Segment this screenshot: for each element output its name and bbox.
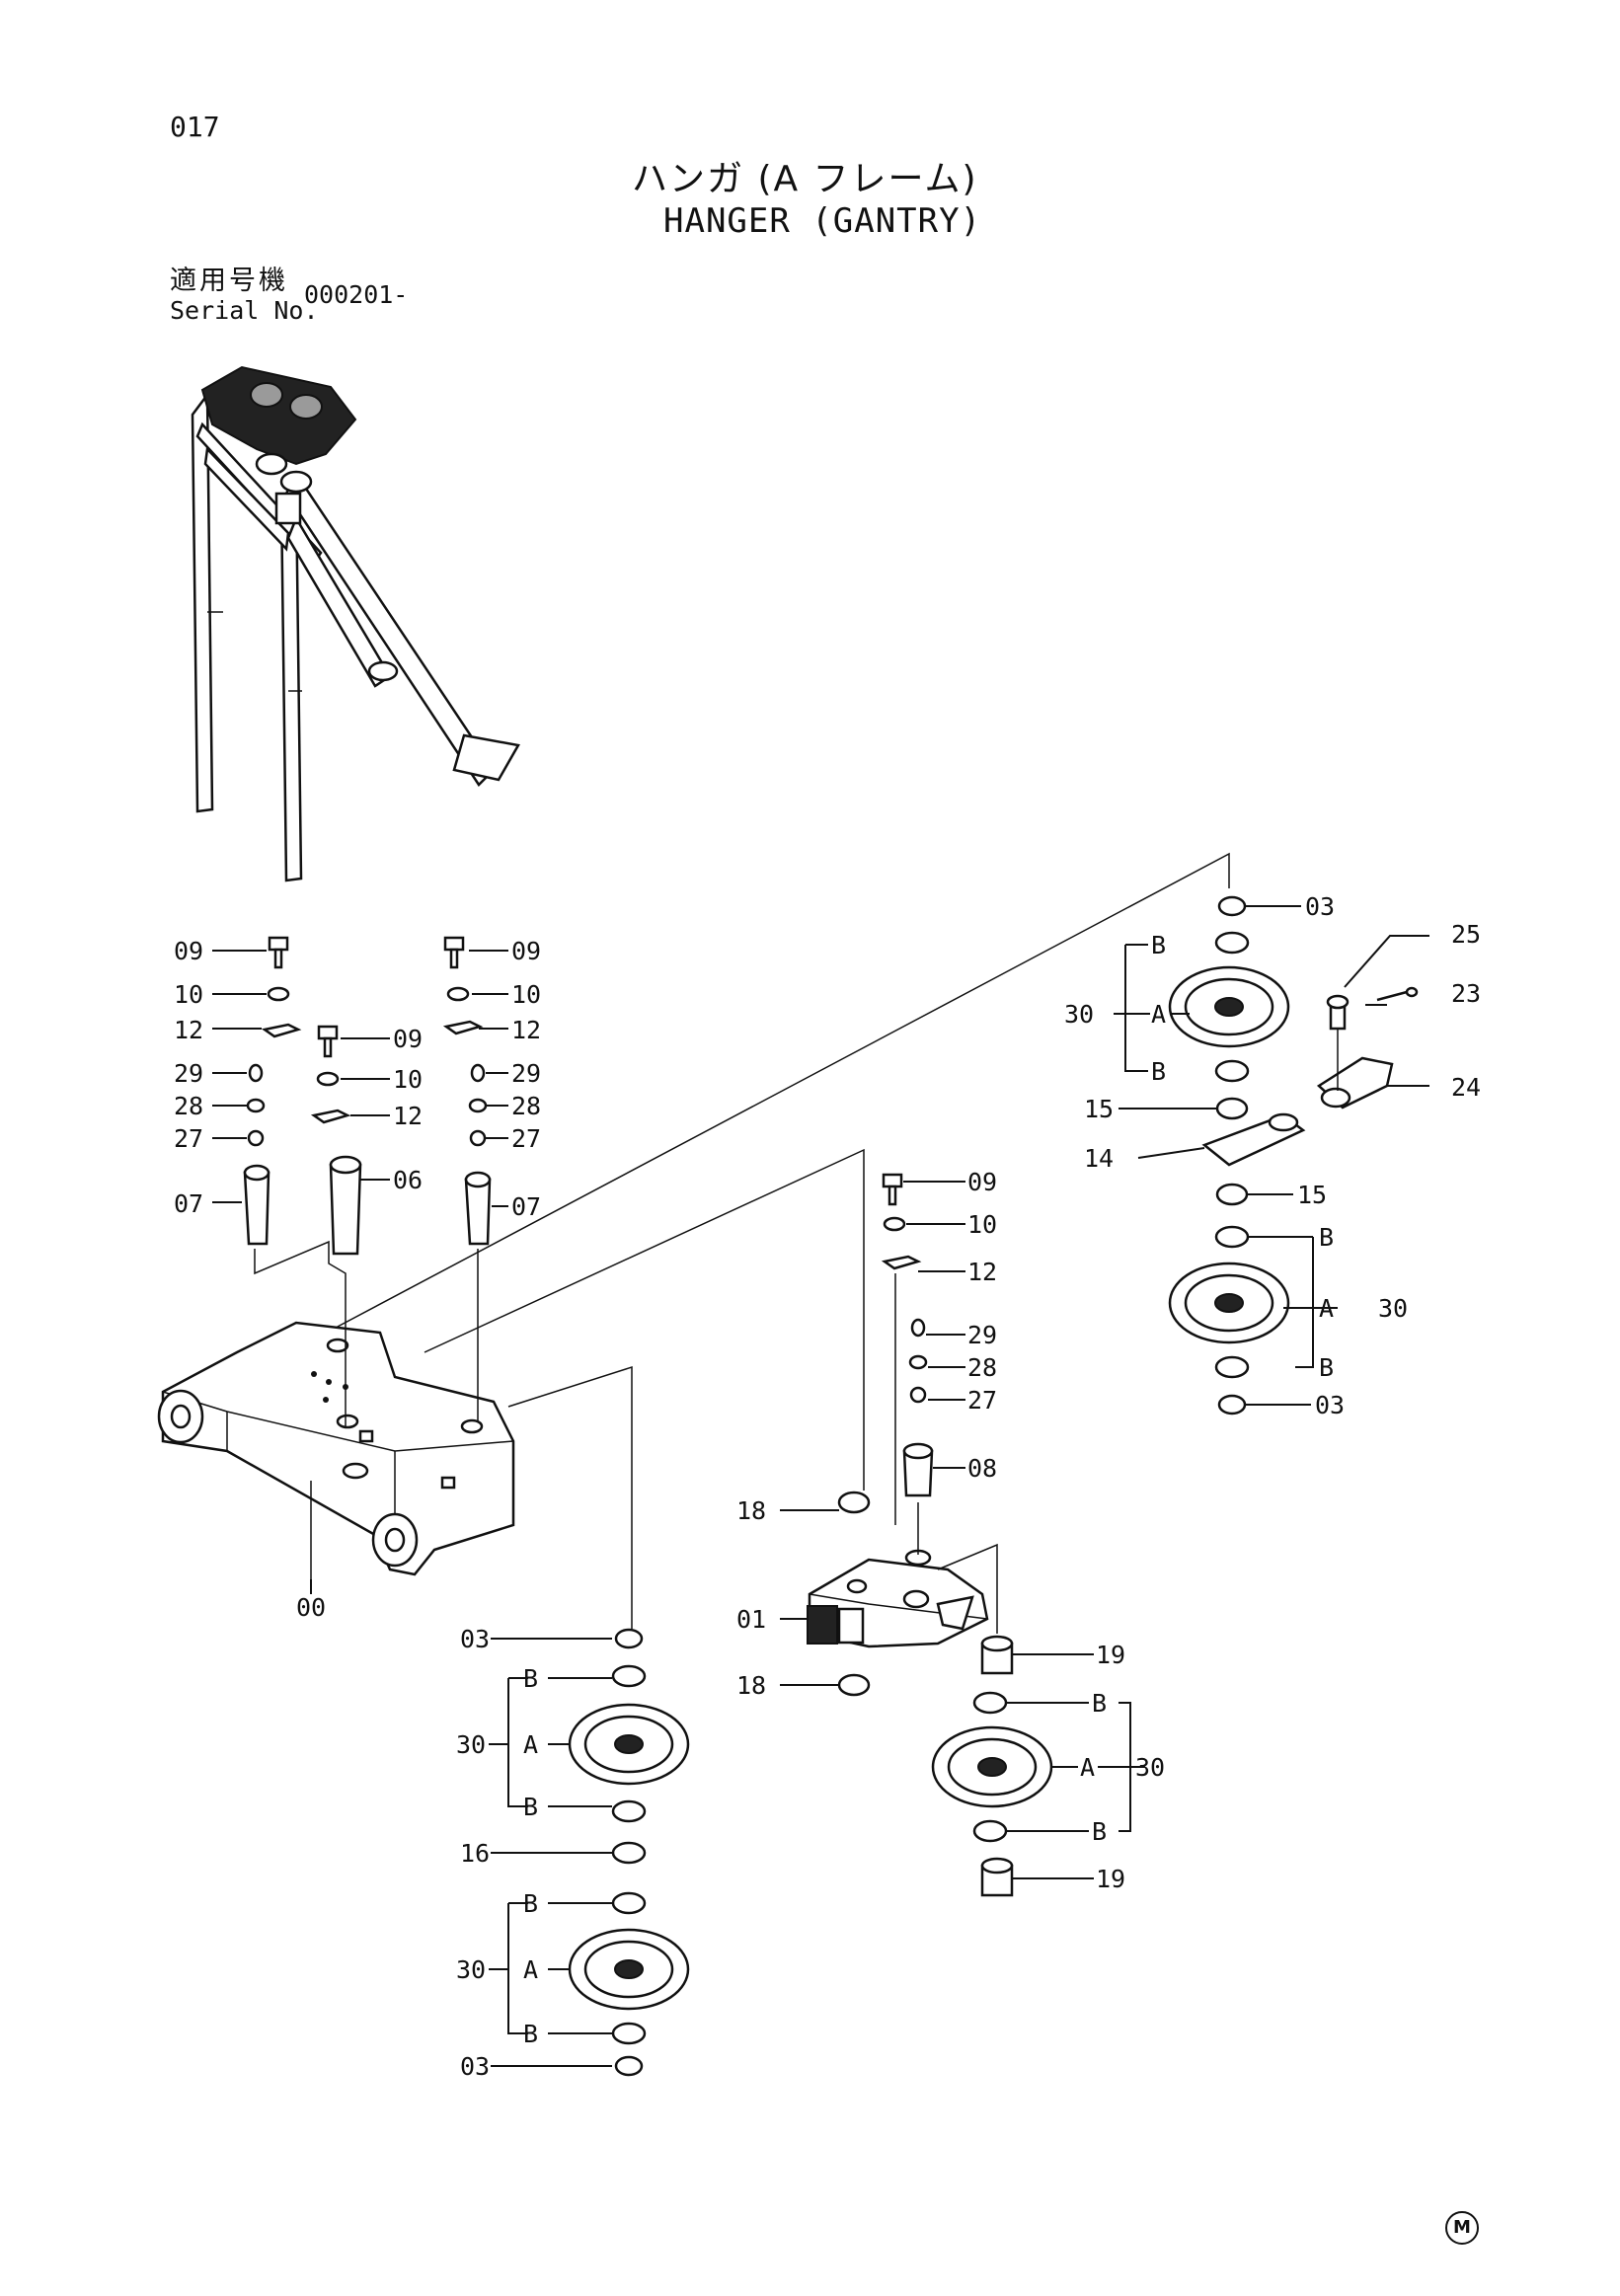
label-19: 19 — [1096, 1865, 1125, 1893]
label-sheave: A — [1319, 1294, 1334, 1323]
label-12: 12 — [511, 1016, 541, 1044]
label-23: 23 — [1451, 979, 1481, 1008]
label-01: 01 — [736, 1605, 766, 1634]
label-12: 12 — [393, 1102, 423, 1130]
label-09: 09 — [174, 937, 203, 965]
label-30: 30 — [1064, 1000, 1094, 1029]
label-29: 29 — [511, 1059, 541, 1088]
bracket-01 — [807, 1549, 989, 1648]
label-18: 18 — [736, 1496, 766, 1525]
label-sheave-bearing: B — [1092, 1817, 1107, 1846]
label-25: 25 — [1451, 920, 1481, 949]
label-18: 18 — [736, 1671, 766, 1700]
label-12: 12 — [967, 1258, 997, 1286]
manufacturer-mark: M — [1445, 2211, 1479, 2245]
label-06: 06 — [393, 1166, 423, 1194]
label-07: 07 — [174, 1189, 203, 1218]
label-sheave-bearing: B — [523, 1793, 538, 1821]
label-28: 28 — [174, 1092, 203, 1120]
label-27: 27 — [174, 1124, 203, 1153]
label-15: 15 — [1297, 1181, 1327, 1209]
label-sheave-bearing: B — [1151, 931, 1166, 959]
label-15: 15 — [1084, 1095, 1114, 1123]
page-number: 017 — [170, 111, 220, 143]
label-07: 07 — [511, 1192, 541, 1221]
label-10: 10 — [174, 980, 203, 1009]
label-sheave-bearing: B — [1319, 1353, 1334, 1382]
label-00: 00 — [296, 1593, 326, 1622]
label-03: 03 — [460, 1625, 490, 1653]
gantry-overview-illustration — [191, 365, 520, 882]
label-14: 14 — [1084, 1144, 1114, 1173]
label-30: 30 — [456, 1955, 486, 1984]
assembly-lines — [254, 852, 1339, 1634]
label-27: 27 — [967, 1386, 997, 1415]
serial-label-japanese: 適用号機 — [170, 266, 288, 296]
label-sheave: A — [1080, 1753, 1095, 1782]
label-09: 09 — [967, 1168, 997, 1196]
small-parts — [243, 895, 1419, 2077]
label-30: 30 — [1135, 1753, 1165, 1782]
callout-labels: 09 10 12 29 28 27 07 09 10 12 06 09 10 1… — [174, 892, 1481, 2081]
serial-label-english: Serial No. — [170, 296, 319, 325]
label-09: 09 — [511, 937, 541, 965]
label-28: 28 — [967, 1353, 997, 1382]
label-sheave: A — [523, 1730, 538, 1759]
label-30: 30 — [1378, 1294, 1408, 1323]
label-sheave-bearing: B — [1151, 1057, 1166, 1086]
title-japanese: ハンガ (A フレーム) — [632, 159, 978, 199]
leader-lines — [212, 905, 1429, 2067]
label-10: 10 — [967, 1210, 997, 1239]
label-sheave: A — [523, 1955, 538, 1984]
label-03: 03 — [1305, 892, 1335, 921]
label-29: 29 — [967, 1321, 997, 1349]
label-10: 10 — [511, 980, 541, 1009]
label-sheave-bearing: B — [523, 1889, 538, 1918]
label-sheave-bearing: B — [523, 2020, 538, 2048]
label-19: 19 — [1096, 1641, 1125, 1669]
label-12: 12 — [174, 1016, 203, 1044]
label-03: 03 — [1315, 1391, 1345, 1419]
label-08: 08 — [967, 1454, 997, 1483]
label-sheave-bearing: B — [523, 1664, 538, 1693]
sheaves-30 — [568, 965, 1290, 2011]
label-sheave-bearing: B — [1319, 1223, 1334, 1252]
label-30: 30 — [456, 1730, 486, 1759]
label-16: 16 — [460, 1839, 490, 1868]
title-english: HANGER (GANTRY) — [663, 201, 982, 241]
label-sheave-bearing: B — [1092, 1689, 1107, 1718]
serial-value: 000201- — [304, 280, 409, 309]
label-sheave: A — [1151, 1000, 1166, 1029]
label-10: 10 — [393, 1065, 423, 1094]
label-29: 29 — [174, 1059, 203, 1088]
hanger-frame-00 — [157, 1321, 515, 1576]
label-27: 27 — [511, 1124, 541, 1153]
label-28: 28 — [511, 1092, 541, 1120]
label-03: 03 — [460, 2052, 490, 2081]
label-09: 09 — [393, 1025, 423, 1053]
label-24: 24 — [1451, 1073, 1481, 1102]
